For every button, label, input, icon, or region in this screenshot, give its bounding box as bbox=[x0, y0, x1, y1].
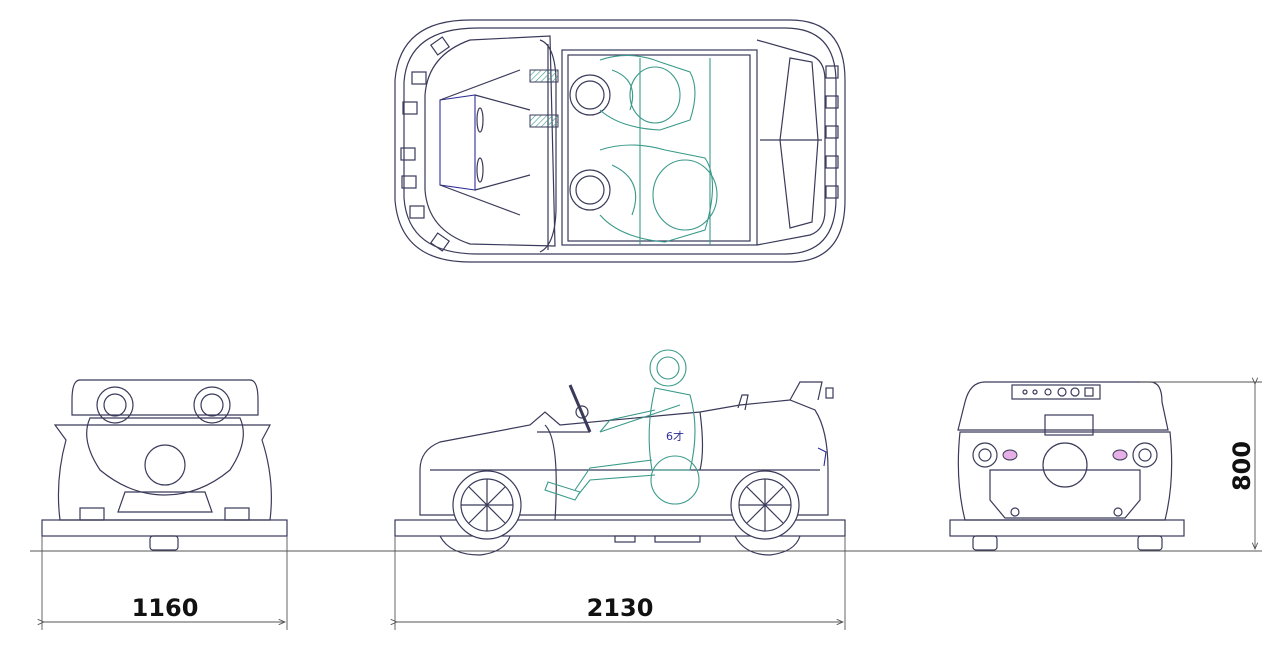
length-dimension-label: 2130 bbox=[587, 594, 654, 622]
child-figure bbox=[544, 349, 700, 505]
dimension-height: 800 bbox=[1030, 382, 1262, 552]
side-view: 6才 bbox=[394, 349, 846, 556]
width-dimension-label: 1160 bbox=[132, 594, 199, 622]
top-view bbox=[394, 19, 846, 263]
dimension-length: 2130 bbox=[395, 536, 846, 630]
height-dimension-label: 800 bbox=[1228, 441, 1256, 491]
rear-view bbox=[949, 381, 1185, 551]
dimension-width: 1160 bbox=[42, 536, 288, 630]
front-view bbox=[41, 379, 288, 551]
age-annotation: 6才 bbox=[666, 429, 684, 443]
